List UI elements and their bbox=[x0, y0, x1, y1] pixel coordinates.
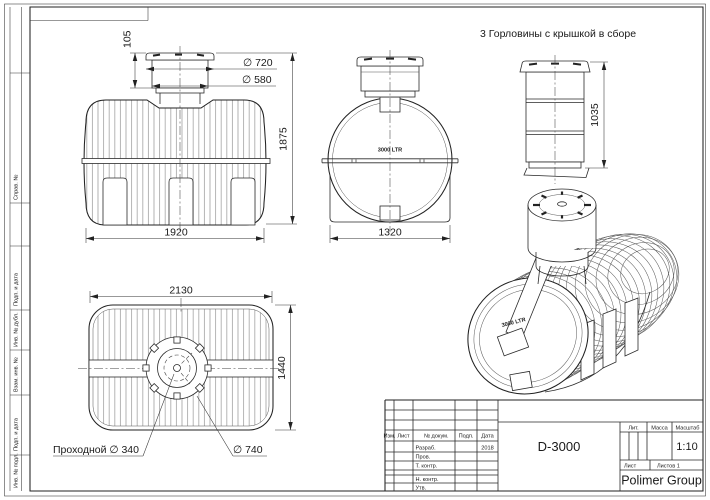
iso-leg bbox=[602, 308, 617, 369]
scale-value: 1:10 bbox=[676, 441, 697, 453]
front-leg bbox=[102, 177, 128, 226]
title-block-roles: Разраб. Пров. Т. контр. Н. контр. Утв. 2… bbox=[416, 446, 494, 492]
margin-label: Справ. № bbox=[14, 175, 20, 200]
role-tkontr: Т. контр. bbox=[416, 464, 438, 470]
sheets-label: Листов 1 bbox=[657, 464, 680, 470]
front-view: 105 ∅ 720 ∅ 580 1875 1920 bbox=[81, 30, 297, 243]
dim-720: ∅ 720 bbox=[243, 57, 273, 69]
flange-leader-label: ∅ 740 bbox=[233, 444, 263, 456]
margin-label: Инв. № дубл. bbox=[14, 312, 20, 347]
top-drain-center bbox=[173, 364, 181, 372]
role-prov: Пров. bbox=[416, 455, 431, 461]
dim-1920: 1920 bbox=[164, 227, 188, 239]
side-view: 3000 LTR 1320 bbox=[321, 50, 459, 243]
dim-1440: 1440 bbox=[276, 356, 288, 380]
col-list: Лист bbox=[397, 434, 410, 440]
inner-frame bbox=[29, 6, 704, 492]
side-volume-label: 3000 LTR bbox=[378, 148, 402, 154]
dim-1035: 1035 bbox=[589, 103, 601, 127]
dim-1875: 1875 bbox=[278, 127, 290, 151]
front-leg bbox=[230, 177, 256, 226]
col-data: Дата bbox=[481, 434, 494, 440]
left-margin-column: Справ. № Подп. и дата Инв. № дубл. Взам.… bbox=[14, 175, 20, 488]
margin-label: Подп. и дата bbox=[14, 272, 20, 306]
drawing-frame: Справ. № Подп. и дата Инв. № дубл. Взам.… bbox=[4, 3, 706, 497]
front-strap bbox=[81, 158, 271, 164]
top-view: 2130 1440 Проходной ∅ 340 ∅ 740 bbox=[53, 285, 296, 457]
drain-leader-label: Проходной ∅ 340 bbox=[53, 444, 139, 456]
scale-label: Масштаб bbox=[676, 426, 700, 432]
role-utv: Утв. bbox=[416, 486, 427, 492]
top-flange-bolts bbox=[142, 336, 212, 400]
iso-bottom-nub bbox=[509, 370, 533, 392]
company-name: Polimer Group bbox=[621, 474, 702, 488]
iso-volume-label: 3000 LTR bbox=[501, 317, 526, 329]
front-body-outline bbox=[83, 99, 267, 226]
col-podp: Подп. bbox=[459, 434, 474, 440]
role-razrab: Разраб. bbox=[416, 446, 437, 452]
lit-label: Лит. bbox=[628, 426, 639, 432]
iso-leg bbox=[624, 297, 639, 357]
iso-view: 3000 LTR bbox=[467, 188, 680, 395]
front-leg bbox=[168, 177, 194, 226]
margin-label: Взам. инв. № bbox=[14, 357, 20, 392]
neck-detail-view: 3 Горловины с крышкой в сборе 1035 bbox=[480, 28, 636, 184]
dim-105: 105 bbox=[122, 30, 134, 48]
neck-detail-title: 3 Горловины с крышкой в сборе bbox=[480, 28, 636, 40]
sheet-label: Лист bbox=[624, 464, 637, 470]
mass-label: Масса bbox=[651, 426, 668, 432]
doc-number: D-3000 bbox=[538, 439, 581, 454]
title-block: Изм. Лист № докум. Подп. Дата Разраб. Пр… bbox=[384, 399, 703, 492]
date-value: 2018 bbox=[481, 446, 493, 452]
dim-2130: 2130 bbox=[169, 285, 193, 297]
margin-label: Инв. № подл. bbox=[14, 453, 20, 488]
margin-label: Подп. и дата bbox=[14, 417, 20, 451]
iso-cap-bolts bbox=[533, 191, 591, 219]
role-nkontr: Н. контр. bbox=[416, 477, 440, 483]
outer-border bbox=[4, 3, 706, 497]
neck-detail-base bbox=[523, 167, 590, 178]
title-block-header: Изм. Лист № докум. Подп. Дата bbox=[384, 434, 495, 440]
top-left-box bbox=[30, 7, 149, 21]
dim-1320: 1320 bbox=[378, 227, 402, 239]
iso-strap-clamp bbox=[496, 327, 530, 357]
col-docnum: № докум. bbox=[424, 434, 449, 440]
iso-cap-hole bbox=[557, 201, 567, 207]
col-izm: Изм. bbox=[384, 434, 396, 440]
dim-580: ∅ 580 bbox=[242, 74, 272, 86]
top-drain-circle bbox=[163, 354, 191, 382]
iso-front-face bbox=[467, 277, 589, 395]
